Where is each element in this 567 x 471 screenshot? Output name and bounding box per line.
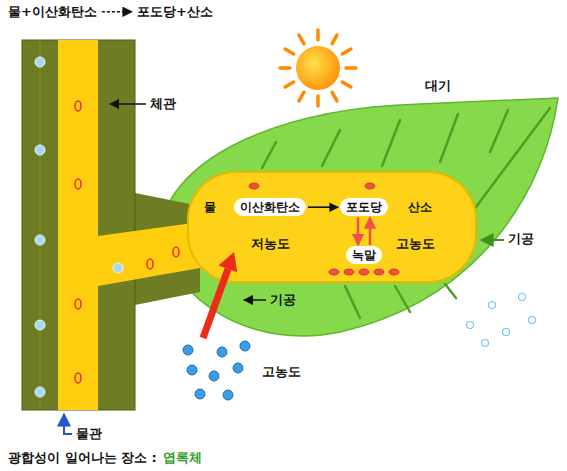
part-name: 기공 (508, 231, 534, 247)
leaf-cell-region: 저농도 고농도 물 이산화탄소 포도당 산소녹말 (188, 172, 476, 282)
leader-xylem (64, 414, 72, 434)
reaction-arrow (369, 217, 372, 245)
molecule-name: 산소 (408, 200, 432, 214)
reaction-arrow (357, 217, 360, 245)
formula-arrow (102, 11, 132, 12)
xylem-line (40, 40, 41, 410)
note-highlight: 엽록체 (163, 450, 202, 466)
molecule-box: 물 (198, 198, 222, 216)
intake-arrow (203, 252, 237, 338)
molecule-name: 포도당 (346, 200, 382, 214)
formula-part: 물+이산화탄소 (8, 4, 97, 20)
water-dots (35, 57, 179, 397)
part-name: 기공 (270, 292, 296, 308)
reaction-arrow (308, 206, 338, 208)
molecule-name: 물 (204, 200, 216, 214)
part-name: 체관 (150, 96, 176, 112)
formula-part: 포도당+산소 (137, 4, 213, 20)
part-name: 대기 (425, 78, 451, 94)
molecule-box: 녹말 (346, 246, 382, 264)
chloroplasts (249, 183, 399, 275)
concentration-label: 고농도 (262, 364, 301, 380)
phloem-band (58, 40, 98, 410)
molecule-box: 이산화탄소 (234, 198, 306, 216)
leaf-cell-region (188, 172, 476, 282)
concentration-label: 고농도 (396, 236, 435, 252)
molecule-box: 산소 (402, 198, 438, 216)
molecule-name: 녹말 (352, 248, 376, 262)
part-name: 물관 (76, 426, 102, 442)
leader-phloem (110, 103, 146, 105)
o2-dots (467, 294, 536, 347)
concentration-label: 저농도 (251, 236, 290, 252)
sun (280, 30, 356, 106)
phloem-branch (98, 222, 200, 286)
molecule-box: 포도당 (340, 198, 388, 216)
stem (22, 40, 135, 410)
leader-stoma (244, 299, 266, 301)
leader-stoma-right (481, 239, 504, 241)
note: 광합성이 일어나는 장소 : (8, 450, 157, 466)
molecule-name: 이산화탄소 (240, 200, 300, 214)
co2-dots (183, 341, 250, 400)
